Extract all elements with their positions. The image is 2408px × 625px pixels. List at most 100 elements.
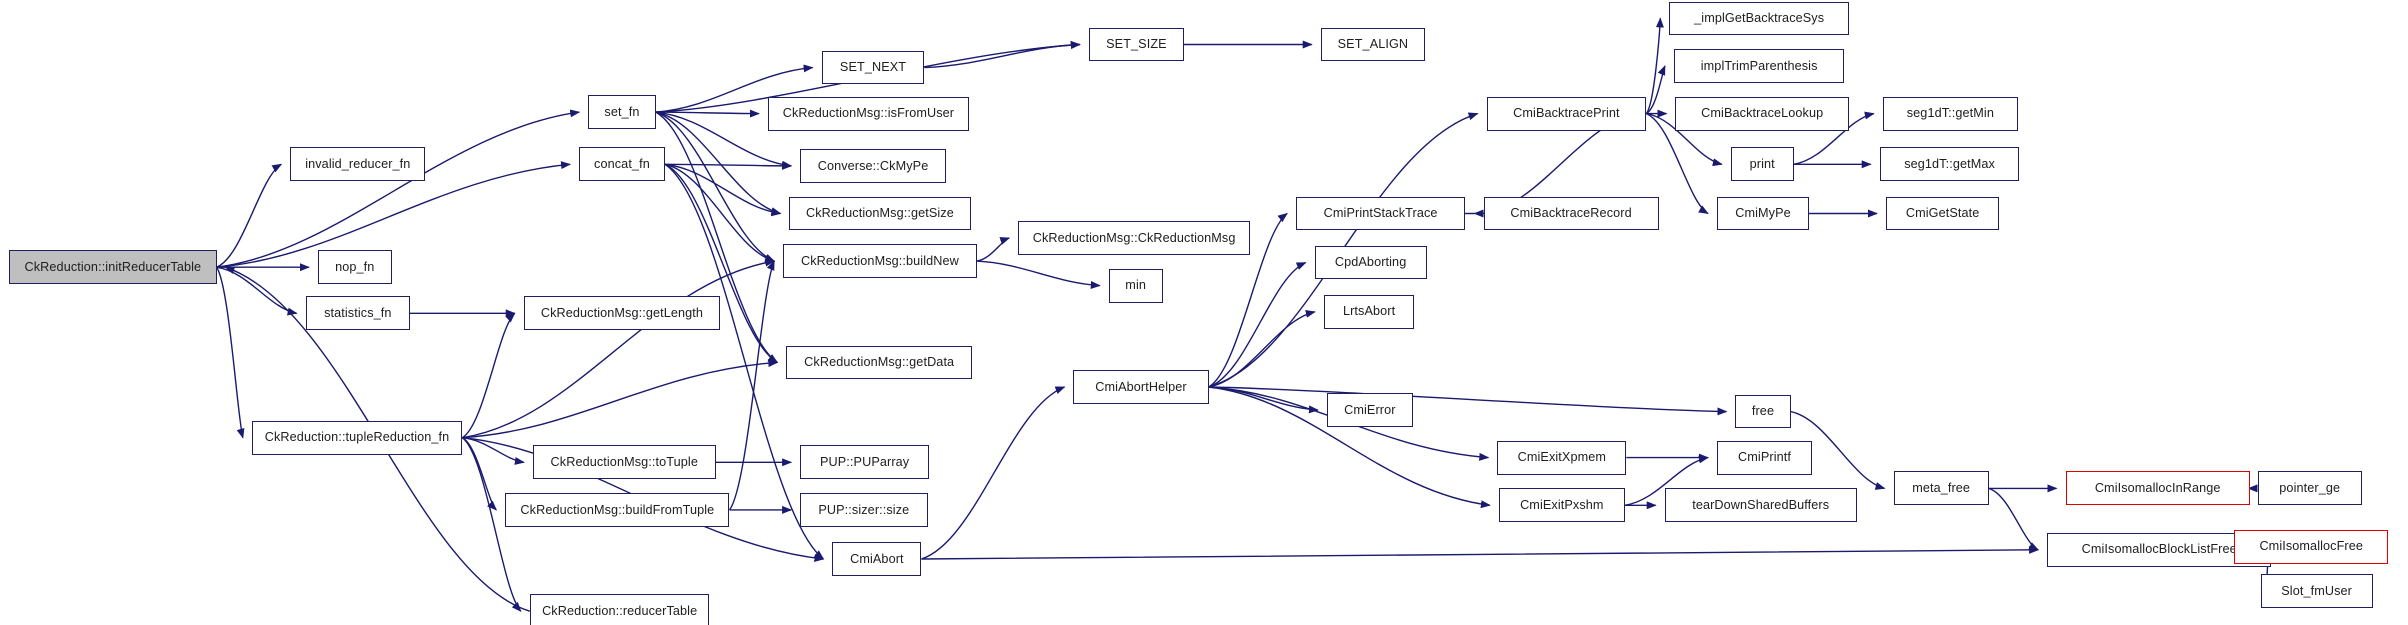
graph-edge bbox=[655, 111, 776, 262]
graph-node-n27[interactable]: CmiExitXpmem bbox=[1497, 440, 1627, 475]
graph-edge bbox=[921, 386, 1066, 560]
graph-node-n26[interactable]: CmiError bbox=[1326, 393, 1413, 427]
graph-node-n39[interactable]: seg1dT::getMax bbox=[1879, 147, 2020, 182]
graph-node-label: CkReductionMsg::getLength bbox=[540, 305, 704, 320]
graph-node-label: CmiBacktraceLookup bbox=[1701, 106, 1824, 121]
graph-node-n21[interactable]: min bbox=[1108, 268, 1163, 303]
graph-node-label: print bbox=[1749, 156, 1775, 171]
graph-node-label: CmiBacktraceRecord bbox=[1510, 206, 1632, 221]
graph-node-n46[interactable]: CmiIsomallocFree bbox=[2234, 529, 2389, 564]
graph-node-label: CkReductionMsg::CkReductionMsg bbox=[1032, 230, 1236, 245]
graph-edge bbox=[924, 40, 1081, 69]
graph-node-n7[interactable]: CkReduction::reducerTable bbox=[529, 594, 710, 625]
graph-node-n5[interactable]: statistics_fn bbox=[305, 296, 411, 331]
graph-node-label: CkReductionMsg::buildFromTuple bbox=[520, 502, 715, 517]
graph-node-label: LrtsAbort bbox=[1342, 304, 1396, 319]
graph-node-n15[interactable]: CkReductionMsg::toTuple bbox=[532, 445, 716, 480]
graph-node-n_setsize[interactable]: SET_SIZE bbox=[1088, 27, 1185, 62]
graph-node-n47[interactable]: Slot_fmUser bbox=[2260, 574, 2373, 609]
graph-node-label: CpdAborting bbox=[1334, 255, 1407, 270]
graph-node-label: invalid_reducer_fn bbox=[305, 156, 411, 171]
graph-edge bbox=[664, 161, 793, 170]
graph-node-n44[interactable]: pointer_ge bbox=[2257, 471, 2362, 506]
graph-node-n31[interactable]: CmiPrintf bbox=[1716, 440, 1813, 475]
graph-node-label: statistics_fn bbox=[324, 305, 392, 320]
graph-node-n0[interactable]: CkReduction::initReducerTable bbox=[9, 250, 217, 285]
graph-node-label: SET_SIZE bbox=[1106, 37, 1167, 52]
graph-edge bbox=[728, 260, 775, 511]
graph-node-n9[interactable]: CkReductionMsg::isFromUser bbox=[767, 96, 970, 131]
graph-edge bbox=[215, 266, 245, 439]
graph-node-n1[interactable]: set_fn bbox=[588, 95, 656, 129]
graph-node-n40[interactable]: CmiGetState bbox=[1885, 196, 2000, 231]
graph-node-label: CmiExitPxshm bbox=[1520, 497, 1604, 512]
graph-node-n24[interactable]: CpdAborting bbox=[1314, 245, 1427, 280]
graph-edge bbox=[1645, 65, 1666, 115]
graph-node-n20[interactable]: CkReductionMsg::CkReductionMsg bbox=[1018, 221, 1251, 255]
graph-node-n8[interactable]: SET_NEXT bbox=[821, 50, 925, 85]
graph-node-n19[interactable]: CmiAbort bbox=[832, 542, 922, 576]
graph-edge bbox=[664, 163, 779, 364]
graph-node-n11[interactable]: CkReductionMsg::getSize bbox=[789, 196, 971, 231]
graph-node-n12[interactable]: CkReductionMsg::buildNew bbox=[783, 244, 977, 278]
graph-node-label: seg1dT::getMax bbox=[1904, 156, 1995, 171]
graph-node-n33[interactable]: _implGetBacktraceSys bbox=[1669, 1, 1849, 36]
graph-node-n4[interactable]: nop_fn bbox=[317, 250, 392, 285]
graph-node-n35[interactable]: CmiBacktraceLookup bbox=[1675, 96, 1849, 131]
graph-node-n41[interactable]: free bbox=[1735, 394, 1791, 429]
graph-node-n_setalign[interactable]: SET_ALIGN bbox=[1320, 27, 1426, 62]
graph-node-label: CmiAbort bbox=[850, 551, 904, 566]
graph-node-label: CmiExitXpmem bbox=[1517, 450, 1607, 465]
graph-edge bbox=[462, 437, 525, 465]
graph-node-label: seg1dT::getMin bbox=[1906, 106, 1994, 121]
graph-node-label: meta_free bbox=[1912, 481, 1971, 495]
graph-node-n38[interactable]: seg1dT::getMin bbox=[1882, 96, 2018, 131]
graph-node-label: CmiIsomallocBlockListFree bbox=[2081, 542, 2237, 557]
graph-node-n28[interactable]: CmiExitPxshm bbox=[1498, 488, 1625, 523]
graph-node-n13[interactable]: CkReductionMsg::getLength bbox=[523, 296, 721, 331]
graph-node-n30[interactable]: tearDownSharedBuffers bbox=[1664, 488, 1857, 523]
graph-node-label: CkReduction::reducerTable bbox=[542, 603, 698, 618]
graph-node-n2[interactable]: invalid_reducer_fn bbox=[290, 147, 426, 182]
graph-node-label: CkReductionMsg::isFromUser bbox=[782, 106, 955, 121]
graph-node-n42[interactable]: meta_free bbox=[1893, 471, 1989, 506]
graph-node-label: set_fn bbox=[604, 104, 640, 119]
graph-node-label: Slot_fmUser bbox=[2281, 583, 2352, 598]
graph-node-n45[interactable]: CmiIsomallocBlockListFree bbox=[2047, 532, 2272, 567]
graph-node-n17[interactable]: PUP::PUParray bbox=[800, 445, 930, 480]
graph-node-n6[interactable]: CkReduction::tupleReduction_fn bbox=[251, 420, 463, 455]
graph-edge bbox=[655, 109, 760, 118]
graph-edge bbox=[216, 266, 298, 316]
graph-node-label: concat_fn bbox=[594, 156, 650, 171]
graph-node-label: PUP::PUParray bbox=[819, 454, 910, 469]
graph-node-label: _implGetBacktraceSys bbox=[1694, 11, 1825, 26]
graph-node-n32[interactable]: CmiBacktracePrint bbox=[1486, 96, 1647, 131]
graph-node-n36[interactable]: print bbox=[1730, 147, 1794, 182]
graph-node-n43[interactable]: CmiIsomallocInRange bbox=[2065, 471, 2250, 506]
graph-edge bbox=[216, 109, 581, 268]
graph-node-label: CkReduction::tupleReduction_fn bbox=[264, 430, 450, 445]
graph-node-label: CkReductionMsg::getSize bbox=[805, 206, 954, 221]
graph-node-n18[interactable]: PUP::sizer::size bbox=[800, 492, 928, 527]
graph-node-n25[interactable]: LrtsAbort bbox=[1323, 294, 1415, 329]
graph-node-n23[interactable]: CmiPrintStackTrace bbox=[1296, 196, 1466, 231]
graph-edge bbox=[921, 545, 2040, 560]
graph-edge bbox=[664, 163, 782, 217]
graph-node-n22[interactable]: CmiAbortHelper bbox=[1073, 370, 1209, 404]
graph-node-label: CmiPrintStackTrace bbox=[1323, 206, 1438, 221]
graph-node-label: pointer_ge bbox=[2279, 481, 2341, 495]
graph-node-n10[interactable]: Converse::CkMyPe bbox=[800, 148, 946, 183]
graph-node-n29[interactable]: CmiBacktraceRecord bbox=[1483, 196, 1659, 231]
graph-node-n16[interactable]: CkReductionMsg::buildFromTuple bbox=[505, 492, 730, 527]
graph-node-label: CmiGetState bbox=[1905, 206, 1980, 221]
graph-node-n14[interactable]: CkReductionMsg::getData bbox=[786, 345, 973, 380]
graph-node-label: SET_ALIGN bbox=[1337, 37, 1409, 52]
graph-node-n34[interactable]: implTrimParenthesis bbox=[1673, 49, 1845, 83]
graph-edge bbox=[461, 312, 516, 439]
graph-node-n37[interactable]: CmiMyPe bbox=[1716, 196, 1810, 231]
graph-edge bbox=[1988, 487, 2039, 551]
graph-edge bbox=[462, 359, 779, 439]
graph-edge bbox=[976, 237, 1011, 262]
graph-node-n3[interactable]: concat_fn bbox=[578, 147, 665, 182]
